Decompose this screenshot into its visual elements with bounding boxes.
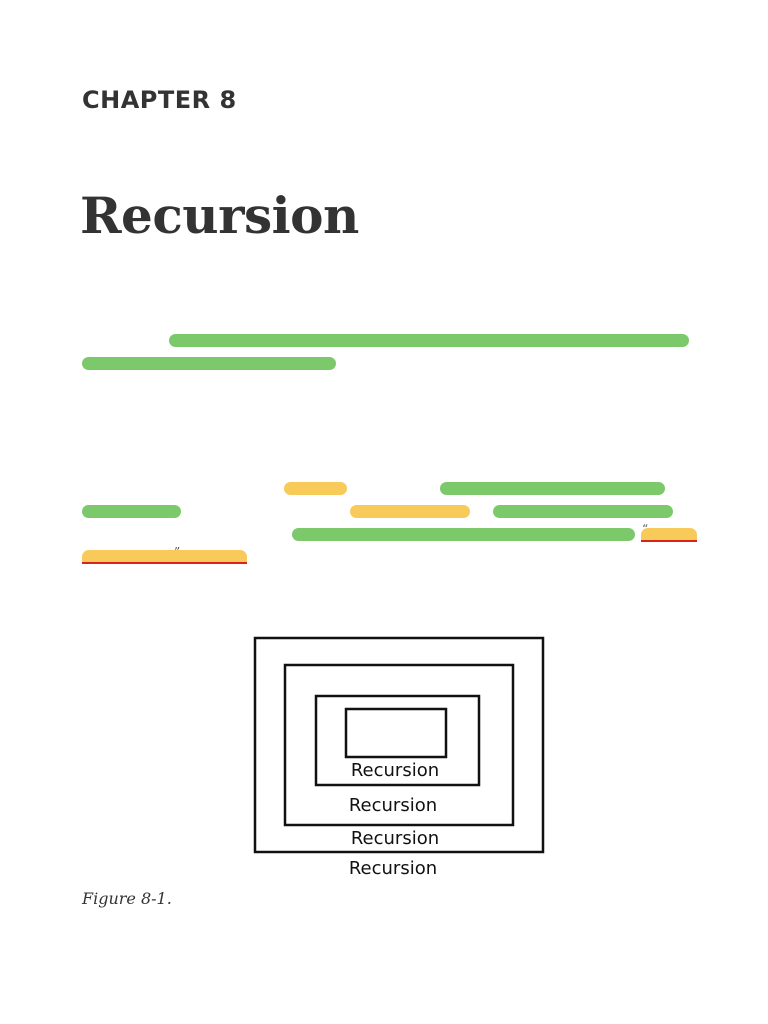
open-quote-mark: “ (642, 522, 649, 536)
highlight-green[interactable] (82, 357, 336, 370)
figure-caption: Figure 8-1. (82, 889, 172, 908)
highlight-yellow-underlined[interactable] (82, 550, 247, 564)
close-quote-mark: ” (174, 545, 181, 559)
chapter-label: CHAPTER 8 (82, 86, 237, 114)
figure-label: Recursion (351, 828, 439, 849)
highlight-green[interactable] (82, 505, 181, 518)
recursion-figure: Recursion Recursion Recursion Recursion (250, 634, 550, 884)
recursion-diagram: Recursion Recursion Recursion Recursion (253, 636, 545, 879)
figure-label: Recursion (349, 795, 437, 816)
highlight-green[interactable] (440, 482, 665, 495)
highlight-green[interactable] (292, 528, 635, 541)
inner-box (344, 707, 448, 759)
second-box (283, 663, 515, 827)
highlight-green[interactable] (493, 505, 673, 518)
highlight-yellow-underlined[interactable] (641, 528, 697, 542)
third-box (314, 694, 481, 787)
highlight-yellow[interactable] (284, 482, 347, 495)
chapter-title: Recursion (80, 186, 359, 245)
highlight-green[interactable] (169, 334, 689, 347)
figure-label: Recursion (349, 858, 437, 879)
highlight-yellow[interactable] (350, 505, 470, 518)
figure-label: Recursion (351, 760, 439, 781)
outer-box (253, 636, 545, 854)
